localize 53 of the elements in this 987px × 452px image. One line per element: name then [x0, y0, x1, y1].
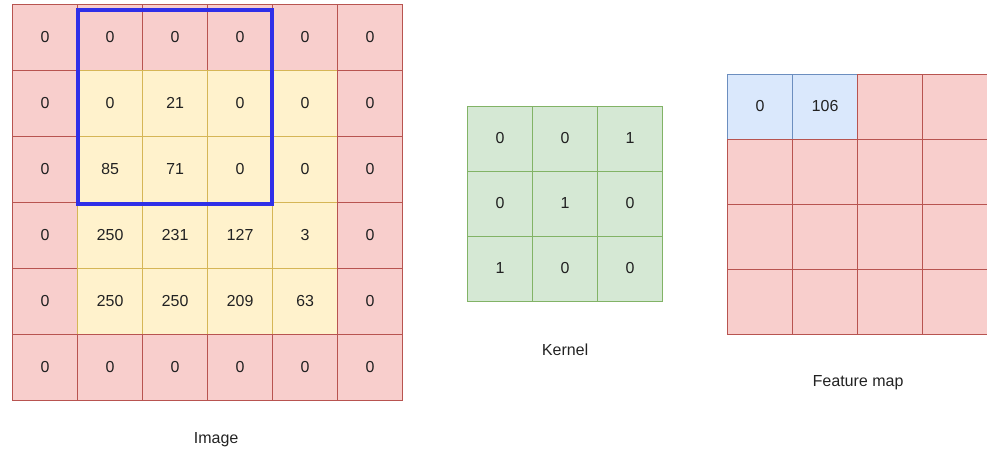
- matrix-cell: [727, 269, 793, 335]
- matrix-cell: 0: [337, 4, 403, 71]
- matrix-cell: 0: [12, 334, 78, 401]
- matrix-cell: 0: [532, 236, 598, 302]
- matrix-cell: 0: [467, 106, 533, 172]
- matrix-cell: 0: [337, 70, 403, 137]
- matrix-cell: 0: [532, 106, 598, 172]
- matrix-cell: 0: [597, 171, 663, 237]
- matrix-cell: 0: [77, 334, 143, 401]
- matrix-cell: 209: [207, 268, 273, 335]
- matrix-cell: [922, 139, 987, 205]
- matrix-cell: 1: [467, 236, 533, 302]
- matrix-cell: 250: [142, 268, 208, 335]
- matrix-cell: 63: [272, 268, 338, 335]
- matrix-cell: 0: [272, 334, 338, 401]
- matrix-cell: 0: [272, 4, 338, 71]
- matrix-cell: [857, 74, 923, 140]
- matrix-cell: 1: [532, 171, 598, 237]
- matrix-cell: 0: [12, 136, 78, 203]
- matrix-cell: [857, 139, 923, 205]
- matrix-cell: 106: [792, 74, 858, 140]
- matrix-cell: 1: [597, 106, 663, 172]
- matrix-cell: 0: [12, 4, 78, 71]
- matrix-cell: 3: [272, 202, 338, 269]
- caption: Image: [194, 430, 238, 448]
- matrix-cell: 0: [337, 268, 403, 335]
- matrix-cell: [922, 204, 987, 270]
- matrix-cell: 0: [337, 136, 403, 203]
- matrix-cell: 0: [337, 202, 403, 269]
- matrix-cell: [727, 139, 793, 205]
- matrix-cell: [857, 269, 923, 335]
- matrix-cell: [792, 204, 858, 270]
- matrix-cell: 0: [272, 136, 338, 203]
- caption: Kernel: [542, 342, 588, 360]
- matrix-cell: [727, 204, 793, 270]
- matrix-cell: 0: [467, 171, 533, 237]
- matrix-cell: 0: [597, 236, 663, 302]
- matrix-cell: [857, 204, 923, 270]
- matrix-cell: [792, 269, 858, 335]
- matrix-cell: [922, 269, 987, 335]
- matrix-cell: [792, 139, 858, 205]
- matrix-cell: 0: [337, 334, 403, 401]
- caption: Feature map: [812, 373, 904, 391]
- highlight-frame: [76, 8, 274, 206]
- matrix-cell: 0: [727, 74, 793, 140]
- matrix-cell: 0: [272, 70, 338, 137]
- matrix-cell: 250: [77, 268, 143, 335]
- matrix-cell: 0: [12, 268, 78, 335]
- matrix-cell: 0: [207, 334, 273, 401]
- matrix-cell: 0: [142, 334, 208, 401]
- matrix-cell: [922, 74, 987, 140]
- matrix-cell: 0: [12, 70, 78, 137]
- matrix-cell: 0: [12, 202, 78, 269]
